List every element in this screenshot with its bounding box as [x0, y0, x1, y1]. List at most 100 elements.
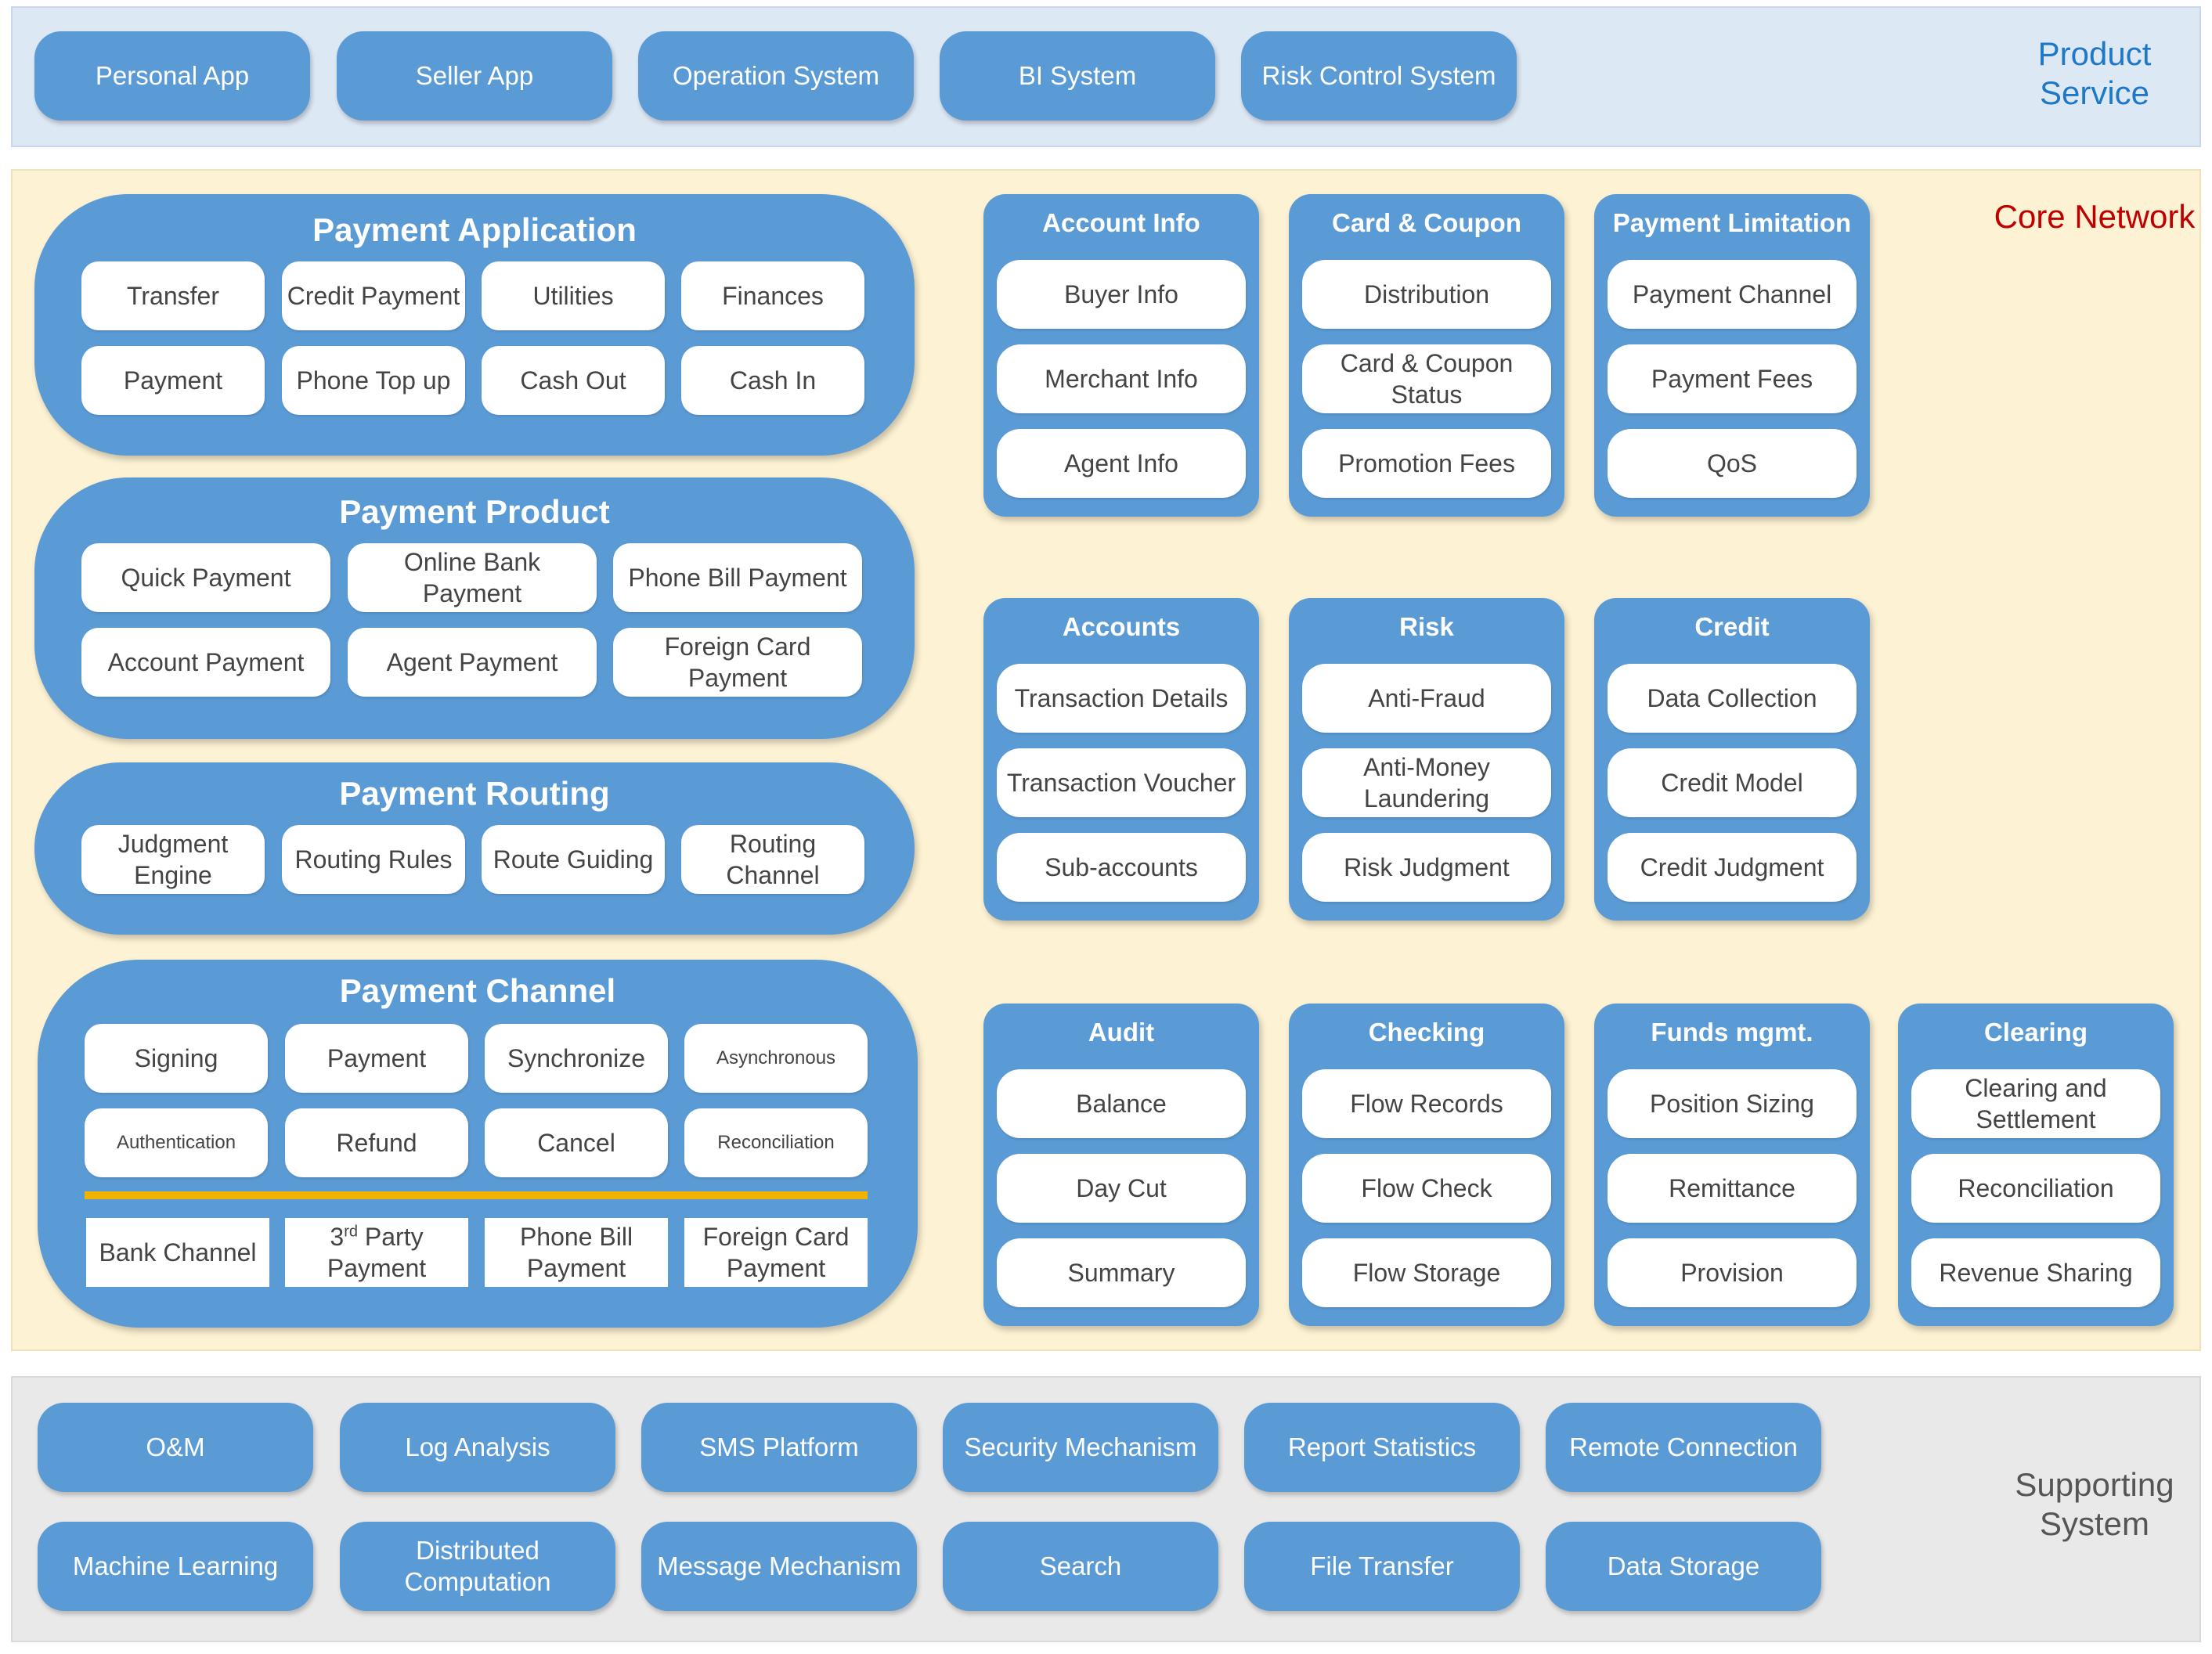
operation-system-button[interactable]: Operation System: [638, 31, 914, 121]
log-analysis-button[interactable]: Log Analysis: [340, 1403, 615, 1492]
flow-check-item[interactable]: Flow Check: [1302, 1154, 1551, 1223]
account-payment-item[interactable]: Account Payment: [81, 628, 330, 697]
route-guiding-item[interactable]: Route Guiding: [482, 825, 665, 894]
card-coupon-module: Card & Coupon Distribution Card & Coupon…: [1289, 194, 1564, 517]
merchant-info-item[interactable]: Merchant Info: [997, 344, 1246, 413]
clearing-settlement-item[interactable]: Clearing and Settlement: [1911, 1069, 2160, 1138]
routing-rules-item[interactable]: Routing Rules: [282, 825, 465, 894]
payment-routing-group: Payment Routing Judgment Engine Routing …: [34, 762, 915, 935]
risk-judgment-item[interactable]: Risk Judgment: [1302, 833, 1551, 902]
anti-money-laundering-item[interactable]: Anti-Money Laundering: [1302, 748, 1551, 817]
credit-model-item[interactable]: Credit Model: [1608, 748, 1857, 817]
account-info-module: Account Info Buyer Info Merchant Info Ag…: [983, 194, 1259, 517]
asynchronous-item[interactable]: Asynchronous: [684, 1024, 868, 1093]
promotion-fees-item[interactable]: Promotion Fees: [1302, 429, 1551, 498]
search-button[interactable]: Search: [943, 1522, 1218, 1611]
clearing-title: Clearing: [1983, 1018, 2088, 1047]
buyer-info-item[interactable]: Buyer Info: [997, 260, 1246, 329]
refund-item[interactable]: Refund: [285, 1108, 468, 1177]
data-storage-button[interactable]: Data Storage: [1546, 1522, 1821, 1611]
day-cut-item[interactable]: Day Cut: [997, 1154, 1246, 1223]
utilities-item[interactable]: Utilities: [482, 261, 665, 330]
credit-payment-item[interactable]: Credit Payment: [282, 261, 465, 330]
agent-info-item[interactable]: Agent Info: [997, 429, 1246, 498]
credit-judgment-item[interactable]: Credit Judgment: [1608, 833, 1857, 902]
checking-title: Checking: [1368, 1018, 1485, 1047]
transfer-item[interactable]: Transfer: [81, 261, 265, 330]
flow-storage-item[interactable]: Flow Storage: [1302, 1238, 1551, 1307]
revenue-sharing-item[interactable]: Revenue Sharing: [1911, 1238, 2160, 1307]
cancel-item[interactable]: Cancel: [485, 1108, 668, 1177]
position-sizing-item[interactable]: Position Sizing: [1608, 1069, 1857, 1138]
risk-title: Risk: [1399, 612, 1454, 641]
online-bank-payment-item[interactable]: Online Bank Payment: [348, 543, 597, 612]
agent-payment-item[interactable]: Agent Payment: [348, 628, 597, 697]
foreign-card-channel-item[interactable]: Foreign Card Payment: [684, 1218, 868, 1287]
quick-payment-item[interactable]: Quick Payment: [81, 543, 330, 612]
third-party-payment-item[interactable]: 3rd Party Payment: [285, 1218, 468, 1287]
credit-title: Credit: [1694, 612, 1770, 641]
clearing-module: Clearing Clearing and Settlement Reconci…: [1898, 1004, 2174, 1326]
funds-mgmt-title: Funds mgmt.: [1651, 1018, 1813, 1047]
personal-app-button[interactable]: Personal App: [34, 31, 310, 121]
phone-top-up-item[interactable]: Phone Top up: [282, 346, 465, 415]
bi-system-button[interactable]: BI System: [940, 31, 1215, 121]
credit-module: Credit Data Collection Credit Model Cred…: [1594, 598, 1870, 921]
synchronize-item[interactable]: Synchronize: [485, 1024, 668, 1093]
payment-channel-limit-item[interactable]: Payment Channel: [1608, 260, 1857, 329]
judgment-engine-item[interactable]: Judgment Engine: [81, 825, 265, 894]
third-party-number: 3: [330, 1223, 345, 1251]
payment-channel-title: Payment Channel: [339, 972, 616, 1009]
product-service-label: Product Service: [2037, 35, 2152, 111]
phone-bill-payment-item[interactable]: Phone Bill Payment: [613, 543, 862, 612]
payment-item[interactable]: Payment: [81, 346, 265, 415]
provision-item[interactable]: Provision: [1608, 1238, 1857, 1307]
card-coupon-status-item[interactable]: Card & Coupon Status: [1302, 344, 1551, 413]
security-mechanism-button[interactable]: Security Mechanism: [943, 1403, 1218, 1492]
finances-item[interactable]: Finances: [681, 261, 864, 330]
funds-mgmt-module: Funds mgmt. Position Sizing Remittance P…: [1594, 1004, 1870, 1326]
balance-item[interactable]: Balance: [997, 1069, 1246, 1138]
payment-fees-item[interactable]: Payment Fees: [1608, 344, 1857, 413]
risk-control-system-button[interactable]: Risk Control System: [1241, 31, 1517, 121]
bank-channel-item[interactable]: Bank Channel: [86, 1218, 269, 1287]
cash-out-item[interactable]: Cash Out: [482, 346, 665, 415]
sub-accounts-item[interactable]: Sub-accounts: [997, 833, 1246, 902]
cash-in-item[interactable]: Cash In: [681, 346, 864, 415]
transaction-details-item[interactable]: Transaction Details: [997, 664, 1246, 733]
account-info-title: Account Info: [1042, 208, 1200, 237]
remote-connection-button[interactable]: Remote Connection: [1546, 1403, 1821, 1492]
payment-application-title: Payment Application: [312, 211, 637, 248]
accounts-module: Accounts Transaction Details Transaction…: [983, 598, 1259, 921]
om-button[interactable]: O&M: [38, 1403, 313, 1492]
file-transfer-button[interactable]: File Transfer: [1244, 1522, 1520, 1611]
channel-payment-item[interactable]: Payment: [285, 1024, 468, 1093]
phone-bill-channel-item[interactable]: Phone Bill Payment: [485, 1218, 668, 1287]
qos-item[interactable]: QoS: [1608, 429, 1857, 498]
data-collection-item[interactable]: Data Collection: [1608, 664, 1857, 733]
distributed-computation-button[interactable]: Distributed Computation: [340, 1522, 615, 1611]
supporting-system-label: Supporting System: [2015, 1466, 2174, 1542]
message-mechanism-button[interactable]: Message Mechanism: [641, 1522, 917, 1611]
anti-fraud-item[interactable]: Anti-Fraud: [1302, 664, 1551, 733]
machine-learning-button[interactable]: Machine Learning: [38, 1522, 313, 1611]
clearing-reconciliation-item[interactable]: Reconciliation: [1911, 1154, 2160, 1223]
payment-channel-group: Payment Channel Signing Payment Synchron…: [38, 960, 918, 1328]
payment-limitation-module: Payment Limitation Payment Channel Payme…: [1594, 194, 1870, 517]
distribution-item[interactable]: Distribution: [1302, 260, 1551, 329]
remittance-item[interactable]: Remittance: [1608, 1154, 1857, 1223]
sms-platform-button[interactable]: SMS Platform: [641, 1403, 917, 1492]
foreign-card-payment-item[interactable]: Foreign Card Payment: [613, 628, 862, 697]
report-statistics-button[interactable]: Report Statistics: [1244, 1403, 1520, 1492]
payment-routing-title: Payment Routing: [339, 775, 610, 812]
flow-records-item[interactable]: Flow Records: [1302, 1069, 1551, 1138]
signing-item[interactable]: Signing: [85, 1024, 268, 1093]
transaction-voucher-item[interactable]: Transaction Voucher: [997, 748, 1246, 817]
reconciliation-item[interactable]: Reconciliation: [684, 1108, 868, 1177]
audit-module: Audit Balance Day Cut Summary: [983, 1004, 1259, 1326]
routing-channel-item[interactable]: Routing Channel: [681, 825, 864, 894]
core-network-label: Core Network: [1994, 198, 2196, 235]
seller-app-button[interactable]: Seller App: [337, 31, 612, 121]
summary-item[interactable]: Summary: [997, 1238, 1246, 1307]
authentication-item[interactable]: Authentication: [85, 1108, 268, 1177]
